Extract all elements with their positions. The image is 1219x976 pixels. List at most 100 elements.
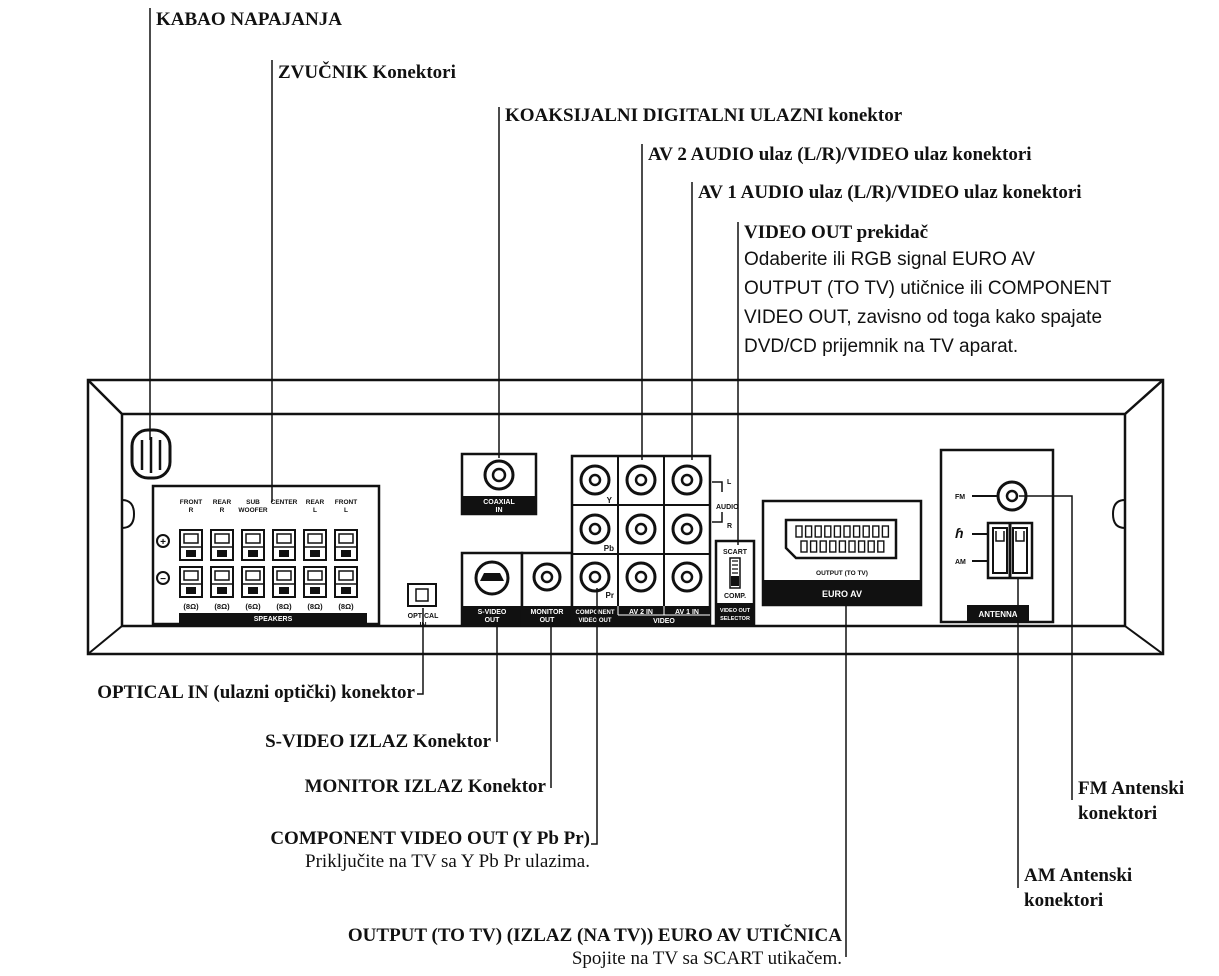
- callout-fm-antenna-1: FM Antenski: [1078, 778, 1185, 799]
- callout-am-antenna-2: konektori: [1024, 890, 1104, 911]
- rca-jack-icon: [671, 561, 703, 593]
- scart-pin: [824, 525, 832, 538]
- l-label: L: [727, 479, 732, 486]
- speaker-ohm-label: (8Ω): [214, 602, 230, 611]
- scart-pin: [829, 540, 837, 553]
- callout-component-desc: Priključite na TV sa Y Pb Pr ulazima.: [305, 851, 590, 872]
- scart-pin: [843, 525, 851, 538]
- video-jack-block: S-VIDEO OUT MONITOR OUT Y Pb Pr COMPONEN…: [460, 454, 739, 627]
- av1-label: AV 1 IN: [675, 609, 699, 616]
- svideo-label-2: OUT: [485, 617, 501, 624]
- speaker-terminal-icon: [241, 566, 265, 598]
- av2-label: AV 2 IN: [629, 609, 653, 616]
- selector-label-2: SELECTOR: [720, 616, 750, 622]
- scart-pin: [814, 525, 822, 538]
- callout-video-out-title: VIDEO OUT prekidač: [744, 222, 929, 243]
- callout-component-title: COMPONENT VIDEO OUT (Y Pb Pr): [270, 828, 590, 849]
- callout-euro-av-desc: Spojite na TV sa SCART utikačem.: [571, 948, 842, 969]
- scart-label: SCART: [723, 549, 748, 556]
- fm-label: FM: [955, 494, 965, 501]
- callout-power-cord: KABAO NAPAJANJA: [156, 9, 342, 30]
- scart-pin: [819, 540, 827, 553]
- scart-pin: [795, 525, 803, 538]
- scart-pin: [862, 525, 870, 538]
- pb-label: Pb: [604, 544, 614, 553]
- rca-jack-icon: [625, 464, 657, 496]
- r-label: R: [727, 523, 732, 530]
- component-label-2: VIDEO OUT: [578, 618, 611, 624]
- speaker-header-label: SUB: [246, 499, 260, 506]
- scart-pin: [877, 540, 885, 553]
- speaker-header-label: L: [313, 507, 317, 514]
- speaker-terminal-icon: [334, 529, 358, 561]
- speaker-header-label: FRONT: [180, 499, 202, 506]
- scart-pin: [872, 525, 880, 538]
- speakers-label: SPEAKERS: [254, 616, 293, 623]
- callout-speaker-connectors: ZVUČNIK Konektori: [278, 62, 456, 83]
- speaker-terminal-icon: [179, 529, 203, 561]
- callout-s-video-out: S-VIDEO IZLAZ Konektor: [265, 731, 491, 752]
- speaker-header-label: CENTER: [271, 499, 298, 506]
- scart-pin: [848, 540, 856, 553]
- speaker-ohm-label: (8Ω): [307, 602, 323, 611]
- speaker-header-label: FRONT: [335, 499, 357, 506]
- rca-jack-icon: [625, 561, 657, 593]
- speaker-terminal-icon: [241, 529, 265, 561]
- selector-label-1: VIDEO OUT: [720, 608, 751, 614]
- video-label: VIDEO: [653, 618, 675, 625]
- rca-jack-icon: [625, 513, 657, 545]
- callout-av2-in: AV 2 AUDIO ulaz (L/R)/VIDEO ulaz konekto…: [648, 144, 1032, 165]
- callout-video-out-desc-3: VIDEO OUT, zavisno od toga kako spajate: [744, 307, 1103, 328]
- euro-av-scart-socket: OUTPUT (TO TV) EURO AV: [761, 499, 923, 607]
- rca-jack-icon: [671, 464, 703, 496]
- monitor-label-1: MONITOR: [531, 609, 564, 616]
- scart-pin: [809, 540, 818, 553]
- euro-output-label: OUTPUT (TO TV): [816, 570, 868, 577]
- rca-jack-icon: [579, 561, 611, 593]
- svideo-label-1: S-VIDEO: [478, 609, 507, 616]
- svg-text:+: +: [160, 537, 166, 548]
- scart-pin: [804, 525, 813, 538]
- antenna-label: ANTENNA: [978, 610, 1017, 619]
- speaker-ohm-label: (6Ω): [245, 602, 261, 611]
- speaker-header-label: WOOFER: [238, 507, 268, 514]
- callout-fm-antenna-2: konektori: [1078, 803, 1158, 824]
- euro-av-label: EURO AV: [822, 589, 862, 599]
- callout-optical-in: OPTICAL IN (ulazni optički) konektor: [97, 682, 415, 703]
- callout-am-antenna-1: AM Antenski: [1024, 865, 1133, 886]
- callout-video-out-desc-2: OUTPUT (TO TV) utičnice ili COMPONENT: [744, 278, 1112, 299]
- audio-label: AUDIO: [716, 504, 739, 511]
- speaker-header-label: REAR: [306, 499, 325, 506]
- coaxial-label-2: IN: [496, 507, 503, 514]
- leader-lines: [149, 8, 1073, 957]
- scart-pin: [833, 525, 842, 538]
- callout-monitor-out: MONITOR IZLAZ Konektor: [304, 776, 546, 797]
- speaker-terminal-icon: [272, 529, 296, 561]
- scart-pin: [852, 525, 861, 538]
- rca-jack-icon: [579, 513, 611, 545]
- rca-jack-icon: [579, 464, 611, 496]
- power-cord-grommet-icon: [130, 428, 172, 480]
- component-label-1: COMPONENT: [576, 610, 615, 616]
- y-label: Y: [607, 496, 613, 505]
- speaker-header-label: REAR: [213, 499, 232, 506]
- speaker-ohm-label: (8Ω): [338, 602, 354, 611]
- speaker-terminal-icon: [334, 566, 358, 598]
- speaker-ohm-label: (8Ω): [183, 602, 199, 611]
- speaker-header-label: L: [344, 507, 348, 514]
- speaker-terminal-icon: [303, 529, 327, 561]
- monitor-label-2: OUT: [540, 617, 556, 624]
- speaker-header-label: R: [220, 507, 225, 514]
- scart-pin: [881, 525, 890, 538]
- scart-pin: [857, 540, 866, 553]
- video-out-selector-switch: SCART COMP. VIDEO OUT SELECTOR: [714, 539, 756, 627]
- speaker-header-label: R: [189, 507, 194, 514]
- speaker-terminal-icon: [272, 566, 296, 598]
- rca-jack-icon: [671, 513, 703, 545]
- scart-pin: [867, 540, 875, 553]
- am-label: AM: [955, 559, 966, 566]
- coaxial-in-jack: COAXIAL IN: [460, 452, 538, 516]
- callout-coaxial-in: KOAKSIJALNI DIGITALNI ULAZNI konektor: [505, 105, 903, 126]
- speaker-terminal-icon: [303, 566, 327, 598]
